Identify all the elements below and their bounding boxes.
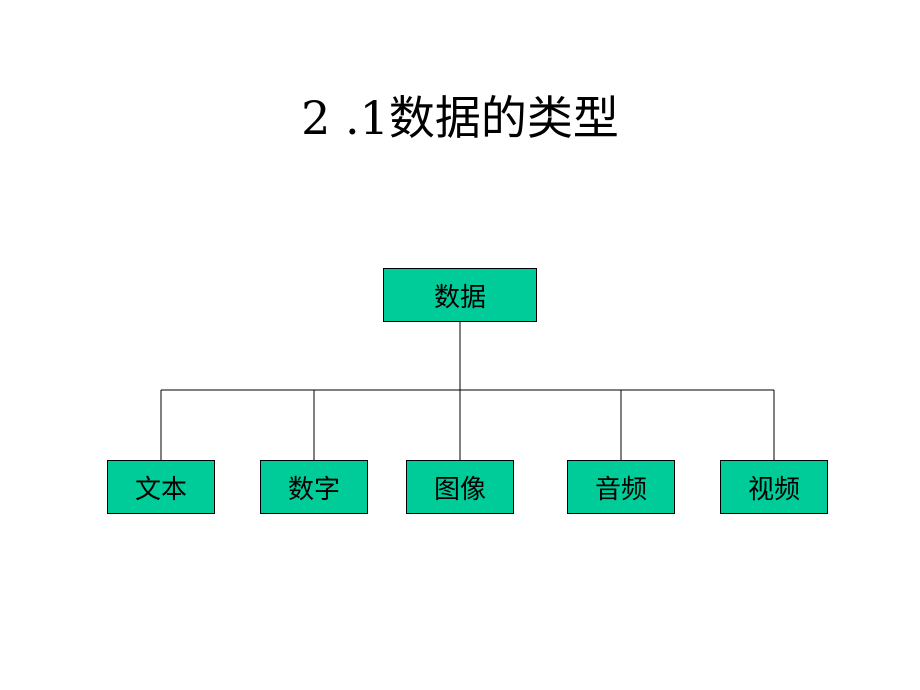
node-image: 图像: [406, 460, 514, 514]
node-video-label: 视频: [747, 474, 800, 505]
node-root-data: 数据: [383, 268, 537, 322]
node-text: 文本: [107, 460, 215, 514]
node-text-label: 文本: [134, 474, 187, 505]
node-number-label: 数字: [287, 474, 340, 505]
node-root-label: 数据: [433, 282, 486, 313]
slide-title: 2 .1数据的类型: [301, 91, 619, 145]
node-image-label: 图像: [433, 474, 486, 505]
node-number: 数字: [260, 460, 368, 514]
node-audio-label: 音频: [594, 474, 647, 505]
node-video: 视频: [720, 460, 828, 514]
node-audio: 音频: [567, 460, 675, 514]
